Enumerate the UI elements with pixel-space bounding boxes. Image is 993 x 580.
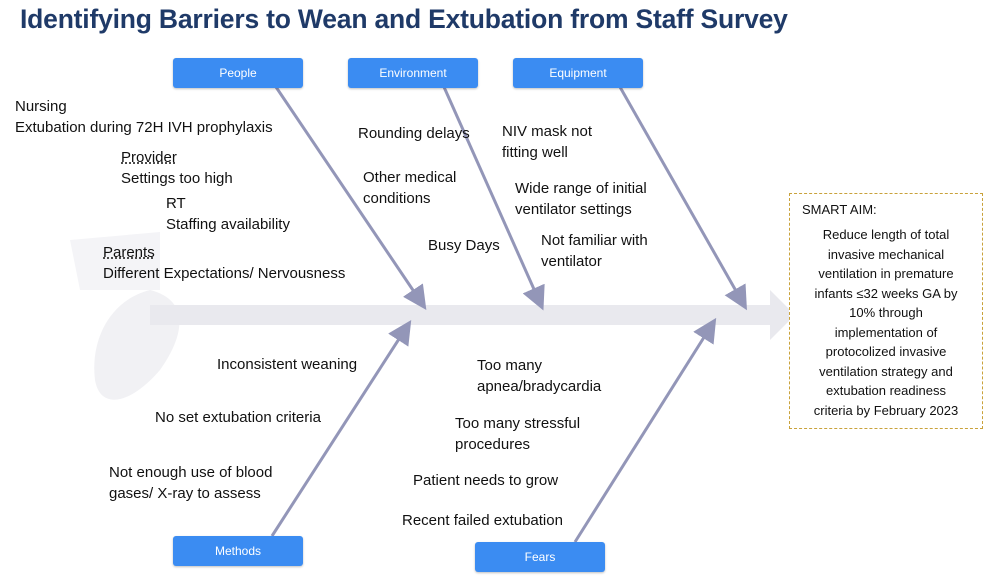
fishbone-spine-arrow xyxy=(770,290,795,340)
category-environment: Environment xyxy=(348,58,478,88)
equipment-not-familiar-line1: Not familiar with xyxy=(541,232,648,249)
methods-no-criteria: No set extubation criteria xyxy=(155,409,321,426)
bone-equipment xyxy=(618,86,747,311)
fish-head-upper xyxy=(70,232,160,290)
equipment-settings-range-line2: ventilator settings xyxy=(515,201,632,218)
environment-other-medical-line1: Other medical xyxy=(363,169,457,186)
bone-environment xyxy=(442,86,545,311)
equipment-settings-range: Wide range of initial ventilator setting… xyxy=(515,178,647,220)
smart-aim-line: ventilation strategy and xyxy=(819,363,953,379)
fears-stressful: Too many stressful procedures xyxy=(455,413,580,455)
fears-stressful-line2: procedures xyxy=(455,436,531,453)
methods-inconsistent-weaning: Inconsistent weaning xyxy=(217,356,358,373)
people-nursing-header: Nursing xyxy=(15,98,67,115)
fears-failed-extubation: Recent failed extubation xyxy=(402,512,563,529)
methods-blood-gases-line2: gases/ X-ray to assess xyxy=(109,485,261,502)
equipment-niv-mask-line2: fitting well xyxy=(502,144,568,161)
environment-rounding: Rounding delays xyxy=(358,125,470,142)
people-rt: RT Staffing availability xyxy=(166,193,290,235)
smart-aim-line: extubation readiness xyxy=(826,383,946,398)
fishbone-spine xyxy=(150,305,775,325)
people-parents-item: Different Expectations/ Nervousness xyxy=(103,265,346,282)
category-people: People xyxy=(173,58,303,88)
people-provider-header: Provider xyxy=(121,149,177,166)
fears-apnea: Too many apnea/bradycardia xyxy=(477,355,601,397)
people-provider-item: Settings too high xyxy=(121,170,233,187)
smart-aim-text: Reduce length of total invasive mechanica… xyxy=(798,225,974,420)
people-parents: Parents Different Expectations/ Nervousn… xyxy=(103,242,345,284)
fears-grow: Patient needs to grow xyxy=(413,472,559,489)
category-equipment: Equipment xyxy=(513,58,643,88)
equipment-not-familiar: Not familiar with ventilator xyxy=(541,230,648,272)
smart-aim-line: invasive mechanical xyxy=(827,246,945,262)
equipment-niv-mask-line1: NIV mask not xyxy=(502,123,593,140)
smart-aim-title: SMART AIM: xyxy=(802,202,877,217)
fears-stressful-line1: Too many stressful xyxy=(455,415,581,432)
bone-people xyxy=(274,86,427,310)
environment-other-medical-line2: conditions xyxy=(363,190,431,207)
equipment-not-familiar-line2: ventilator xyxy=(541,253,602,270)
people-nursing-item: Extubation during 72H IVH prophylaxis xyxy=(15,119,273,136)
smart-aim-line: protocolized invasive xyxy=(825,344,947,359)
people-nursing: Nursing Extubation during 72H IVH prophy… xyxy=(15,96,273,138)
environment-other-medical: Other medical conditions xyxy=(363,167,456,209)
smart-aim-box: SMART AIM: Reduce length of total invasiv… xyxy=(789,193,983,429)
smart-aim-line: criteria by February 2023 xyxy=(813,402,959,418)
people-rt-header: RT xyxy=(166,195,186,212)
fears-apnea-line2: apnea/bradycardia xyxy=(477,378,602,395)
category-methods: Methods xyxy=(173,536,303,566)
people-provider: Provider Settings too high xyxy=(121,147,233,189)
category-fears: Fears xyxy=(475,542,605,572)
people-rt-item: Staffing availability xyxy=(166,216,290,233)
smart-aim-line: infants ≤32 weeks GA by xyxy=(814,285,958,301)
methods-blood-gases-line1: Not enough use of blood xyxy=(109,464,273,481)
smart-aim-line: 10% through xyxy=(849,305,923,320)
methods-blood-gases: Not enough use of blood gases/ X-ray to … xyxy=(109,462,272,504)
environment-busy-days: Busy Days xyxy=(428,237,500,254)
smart-aim-line: Reduce length of total xyxy=(822,227,950,242)
page-title: Identifying Barriers to Wean and Extubat… xyxy=(20,4,788,34)
bone-methods xyxy=(270,319,412,537)
smart-aim-line: ventilation in premature xyxy=(818,266,954,281)
equipment-settings-range-line1: Wide range of initial xyxy=(515,180,647,197)
fears-apnea-line1: Too many xyxy=(477,357,543,374)
equipment-niv-mask: NIV mask not fitting well xyxy=(502,121,592,163)
smart-aim-line: implementation of xyxy=(834,324,938,340)
bone-fears xyxy=(573,317,717,543)
people-parents-header: Parents xyxy=(103,244,155,261)
